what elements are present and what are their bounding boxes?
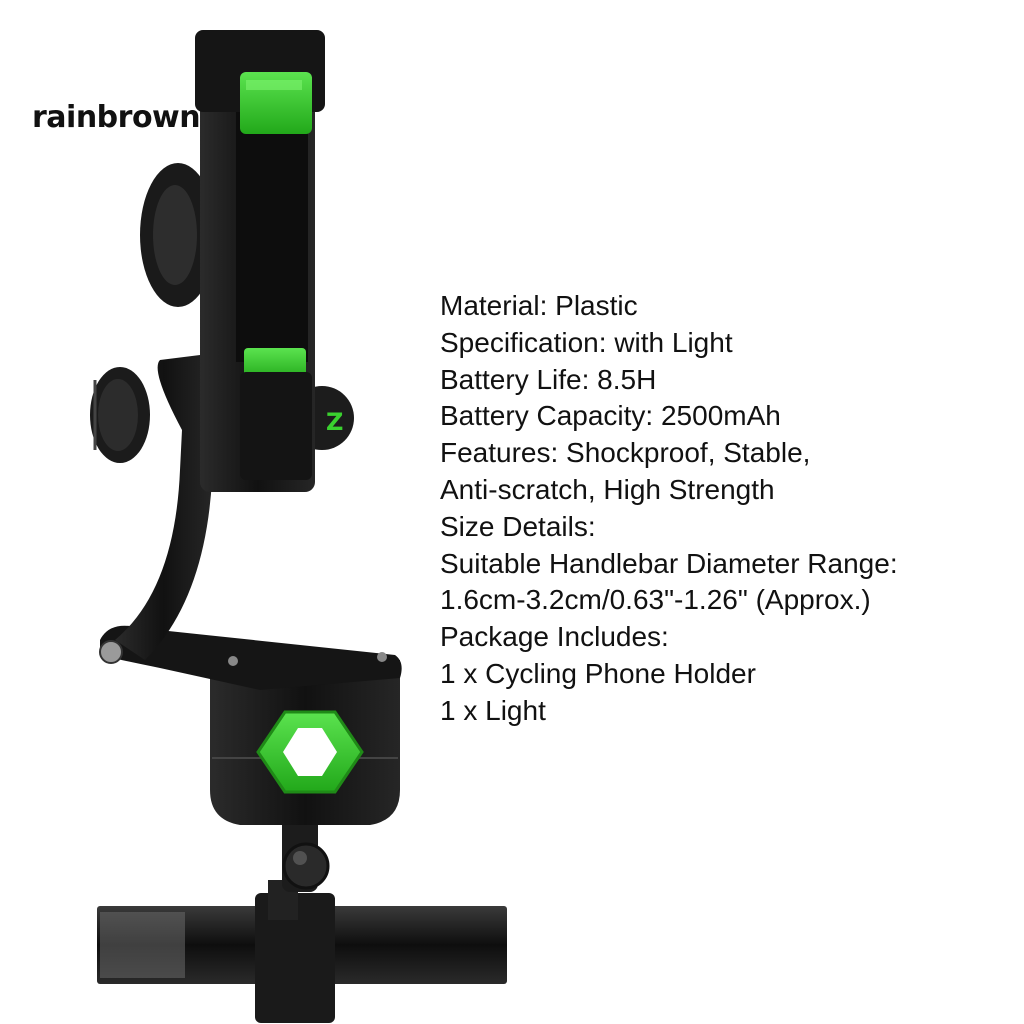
brand-logo: rainbrown	[32, 100, 201, 135]
spec-battery-capacity: Battery Capacity: 2500mAh	[440, 400, 781, 432]
phone-holder-image: Z	[90, 30, 507, 1023]
spec-list: Material: Plastic Specification: with Li…	[440, 288, 1000, 730]
spec-size-details: Size Details:	[440, 510, 596, 542]
tube-clamp	[255, 893, 335, 1023]
spec-diameter-range: Suitable Handlebar Diameter Range:	[440, 547, 898, 579]
spec-package-light: 1 x Light	[440, 694, 546, 726]
spec-features: Features: Shockproof, Stable,	[440, 437, 811, 469]
spec-package-includes: Package Includes:	[440, 621, 669, 653]
ball-joint	[282, 842, 330, 890]
spec-material: Material: Plastic	[440, 290, 638, 321]
spec-specification: Specification: with Light	[440, 326, 733, 358]
spec-package-holder: 1 x Cycling Phone Holder	[440, 657, 756, 689]
spec-features-cont: Anti-scratch, High Strength	[440, 473, 775, 505]
lower-arm	[100, 625, 402, 690]
spec-battery-life: Battery Life: 8.5H	[440, 363, 657, 395]
curved-arm	[115, 355, 212, 660]
spec-diameter-values: 1.6cm-3.2cm/0.63"-1.26" (Approx.)	[440, 584, 871, 616]
svg-text:Z: Z	[326, 408, 343, 436]
screw-icon	[99, 640, 123, 664]
